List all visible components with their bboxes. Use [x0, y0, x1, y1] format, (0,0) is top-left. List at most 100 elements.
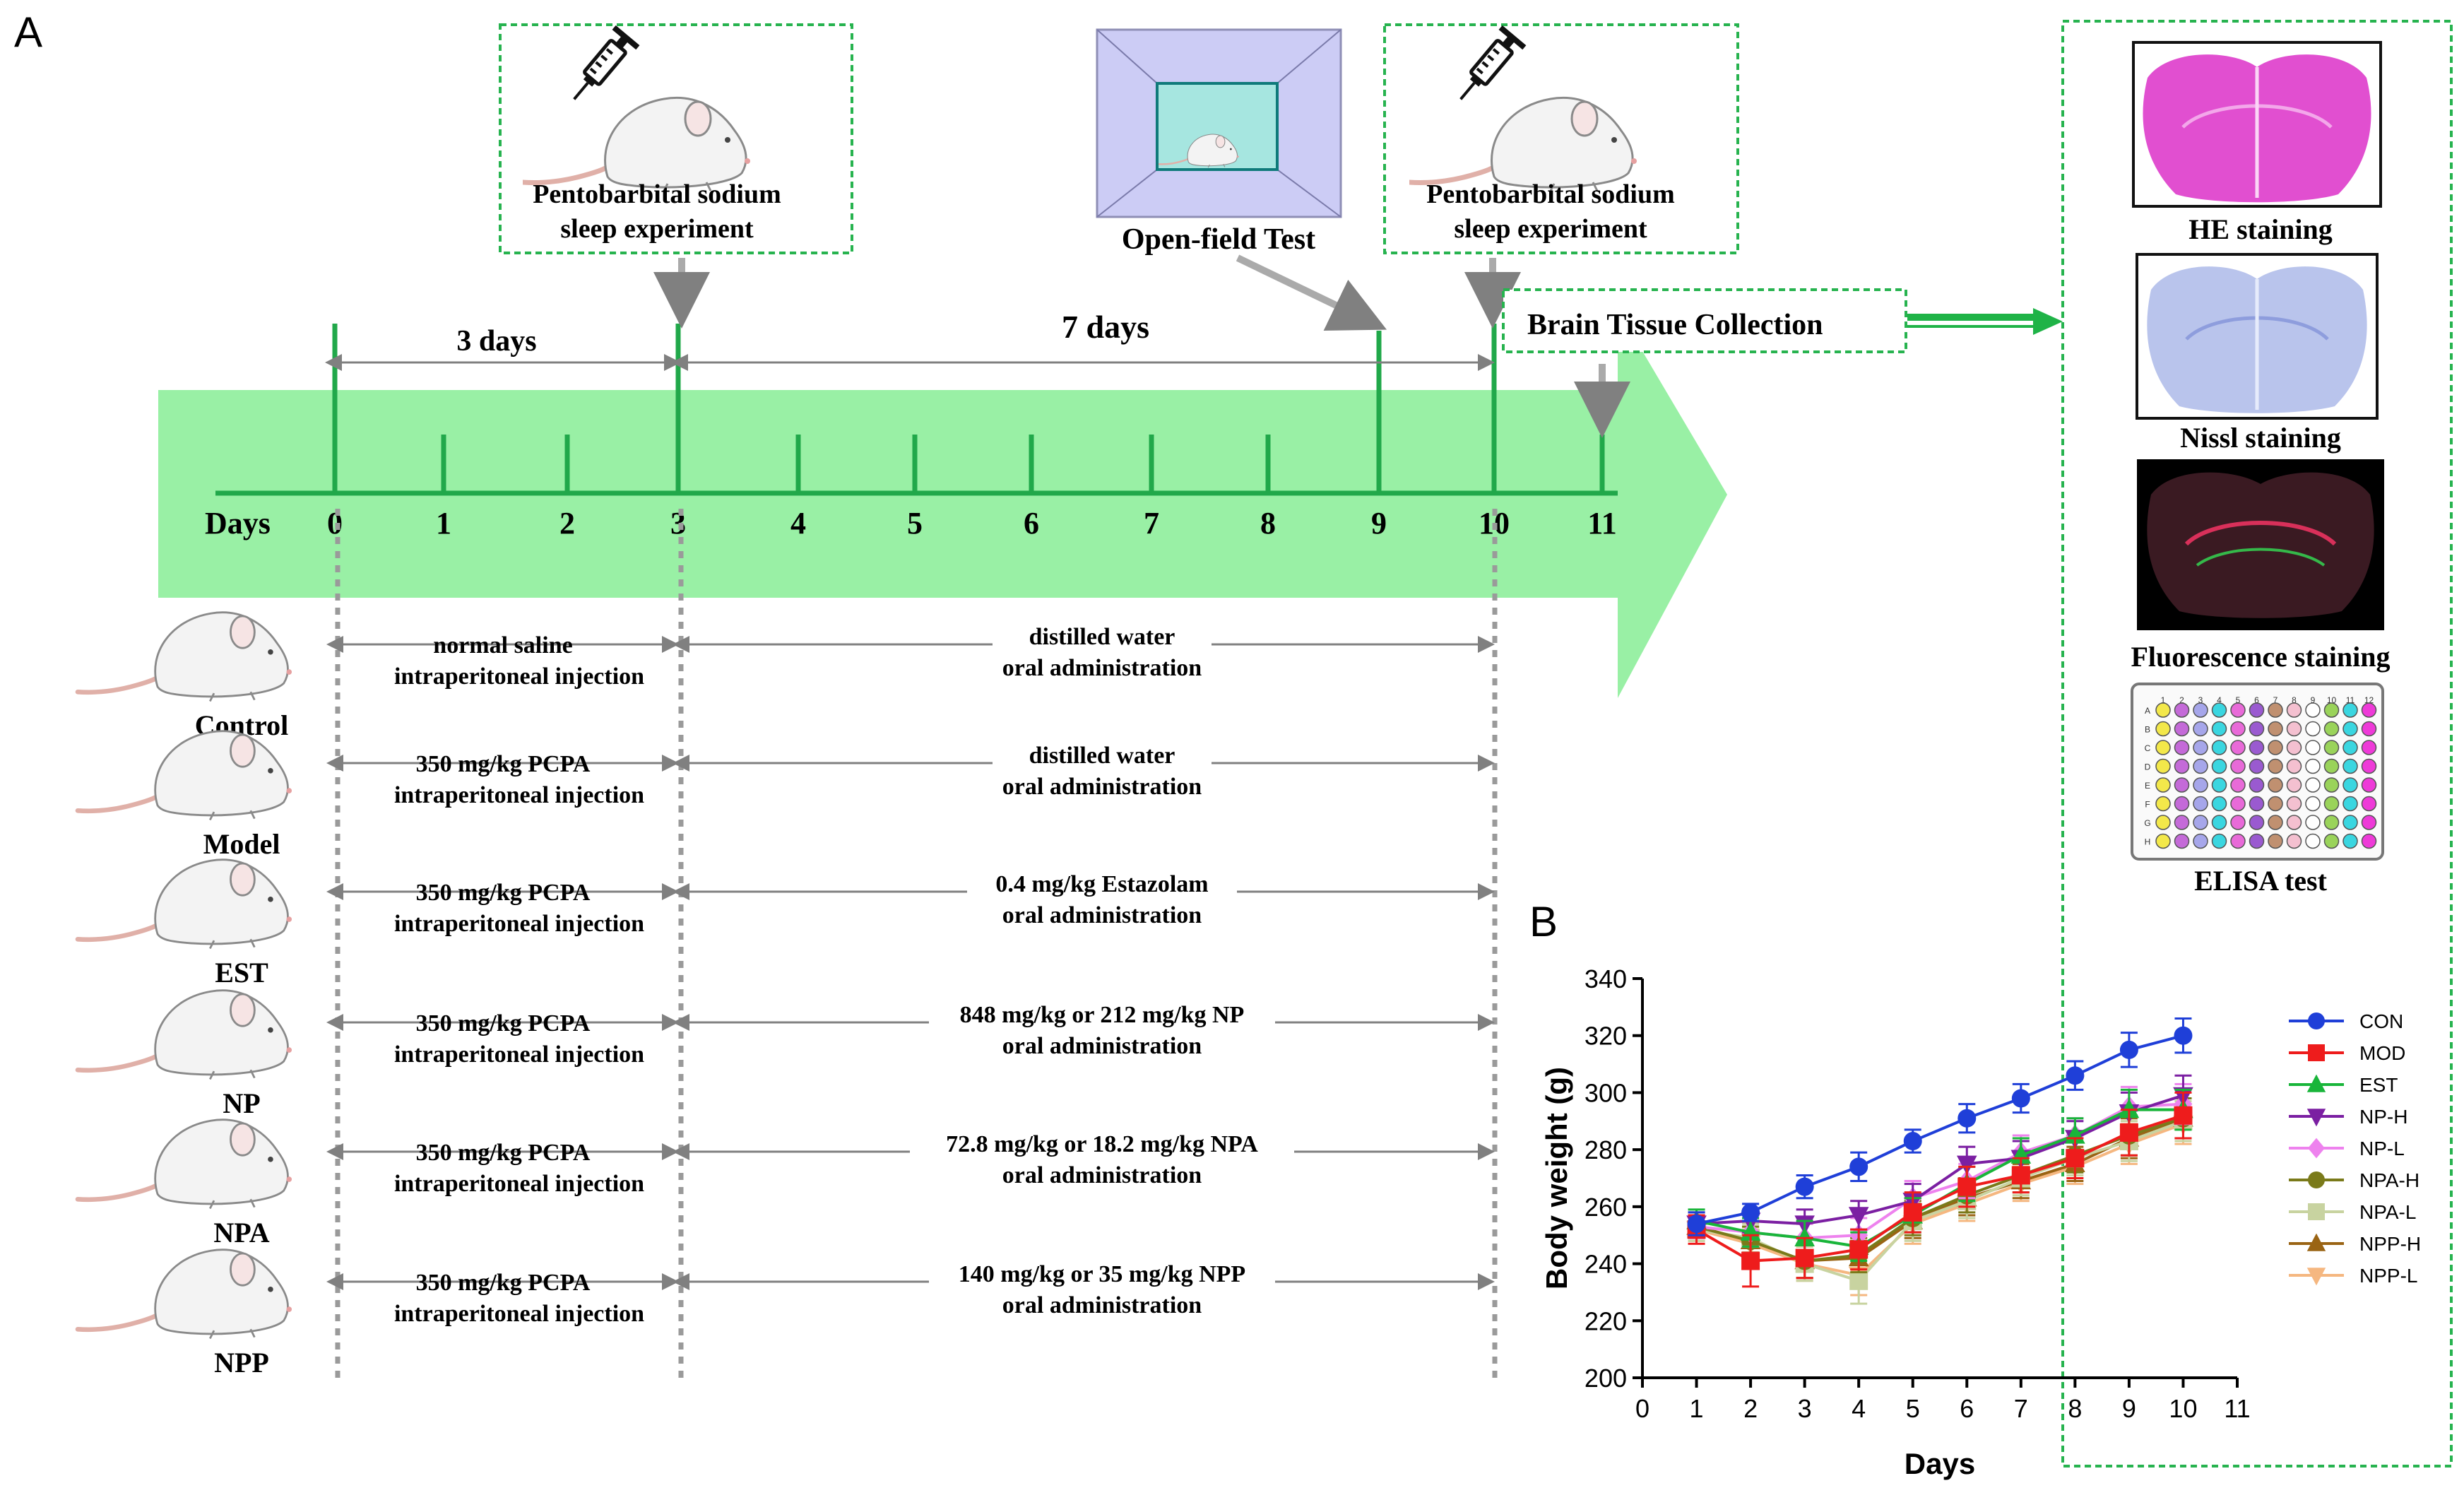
sleep-experiment-1-line1: Pentobarbital sodium: [533, 179, 781, 209]
y-tick-label: 340: [1585, 964, 1627, 993]
plate-col-label: 8: [2292, 695, 2297, 705]
data-point: [1903, 1203, 1922, 1222]
legend-marker: [2306, 1233, 2326, 1251]
group-name: Model: [203, 828, 280, 860]
injection-dose-text: 350 mg/kg PCPA: [416, 1140, 591, 1166]
legend-item-mod: MOD: [2289, 1042, 2405, 1064]
injection-route-text: intraperitoneal injection: [394, 1301, 644, 1327]
plate-well: [2286, 721, 2302, 737]
plate-well: [2155, 758, 2171, 774]
data-point: [2174, 1026, 2193, 1045]
x-axis-title: Days: [1905, 1447, 1975, 1480]
plate-well: [2211, 833, 2227, 849]
plate-well: [2305, 796, 2321, 812]
group-name: EST: [215, 957, 268, 988]
plate-well: [2174, 721, 2190, 737]
plate-col-label: 7: [2273, 695, 2278, 705]
brain-collection-label: Brain Tissue Collection: [1527, 309, 1823, 341]
plate-row-label: B: [2145, 725, 2150, 735]
treatment-route-text: oral administration: [1002, 902, 1202, 928]
plate-well: [2230, 702, 2246, 718]
day-tick-label-0: 0: [327, 506, 343, 541]
plate-well: [2361, 758, 2377, 774]
plate-well: [2174, 833, 2190, 849]
sleep-experiment-box-1: Pentobarbital sodium sleep experiment: [499, 23, 853, 254]
plate-well: [2323, 833, 2340, 849]
plate-well: [2155, 777, 2171, 793]
plate-well: [2323, 777, 2340, 793]
data-point: [2119, 1040, 2138, 1059]
plate-well: [2361, 721, 2377, 737]
legend-marker: [2306, 1074, 2326, 1092]
treatment-dose-text: 0.4 mg/kg Estazolam: [995, 871, 1208, 897]
plate-well: [2361, 815, 2377, 830]
x-tick-label: 6: [1960, 1394, 1974, 1423]
y-tick-label: 320: [1585, 1022, 1627, 1051]
plate-well: [2342, 833, 2358, 849]
injection-dose-text: normal saline: [433, 632, 572, 659]
plate-well: [2305, 777, 2321, 793]
plate-well: [2174, 796, 2190, 812]
plate-well: [2268, 702, 2283, 718]
data-point: [1849, 1157, 1868, 1176]
legend-item-est: EST: [2289, 1074, 2398, 1096]
data-point: [2119, 1123, 2138, 1142]
plate-well: [2342, 815, 2358, 830]
plate-col-label: 12: [2364, 695, 2374, 705]
data-point: [1849, 1240, 1868, 1259]
legend-label: NPP-H: [2359, 1233, 2421, 1255]
legend-marker: [2308, 1012, 2325, 1029]
day-tick-label-5: 5: [907, 506, 923, 541]
group-mouse-icon: [78, 613, 292, 702]
plate-well: [2230, 815, 2246, 830]
x-tick-label: 10: [2169, 1394, 2197, 1423]
x-tick-label: 2: [1743, 1394, 1758, 1423]
plate-well: [2305, 758, 2321, 774]
legend-label: NP-H: [2359, 1106, 2407, 1128]
timeline-arrow-background: [158, 309, 1727, 698]
plate-well: [2211, 740, 2227, 755]
plate-well: [2174, 758, 2190, 774]
open-field-pointer-arrow: [1236, 254, 1387, 331]
plate-well: [2268, 833, 2283, 849]
plate-well: [2155, 833, 2171, 849]
legend-marker: [2306, 1109, 2326, 1127]
day-tick-label-1: 1: [436, 506, 451, 541]
y-tick-label: 220: [1585, 1306, 1627, 1335]
plate-well: [2249, 796, 2265, 812]
plate-well: [2193, 740, 2208, 755]
data-point: [1741, 1203, 1760, 1222]
y-tick-label: 200: [1585, 1364, 1627, 1393]
plate-well: [2174, 777, 2190, 793]
plate-well: [2249, 777, 2265, 793]
legend-label: NPA-L: [2359, 1201, 2416, 1223]
data-point: [2066, 1066, 2085, 1085]
treatment-dose-text: 72.8 mg/kg or 18.2 mg/kg NPA: [946, 1131, 1258, 1157]
series-line: [1696, 1034, 2184, 1226]
plate-well: [2249, 740, 2265, 755]
plate-well: [2211, 815, 2227, 830]
plate-well: [2211, 702, 2227, 718]
plate-row-label: G: [2144, 818, 2150, 828]
plate-well: [2268, 796, 2283, 812]
plate-well: [2286, 758, 2302, 774]
legend-marker: [2308, 1138, 2325, 1159]
plate-well: [2249, 758, 2265, 774]
plate-well: [2230, 740, 2246, 755]
treatment-route-text: oral administration: [1002, 1292, 1202, 1318]
x-tick-label: 11: [2224, 1394, 2250, 1423]
legend-label: NP-L: [2359, 1138, 2405, 1159]
data-point: [1956, 1155, 1977, 1175]
treatment-route-text: oral administration: [1002, 774, 1202, 800]
injection-route-text: intraperitoneal injection: [394, 1041, 644, 1068]
data-point: [2119, 1099, 2140, 1118]
data-point: [1741, 1251, 1760, 1270]
group-name: NPA: [213, 1217, 269, 1248]
plate-well: [2305, 833, 2321, 849]
plate-well: [2249, 833, 2265, 849]
day-tick-label-8: 8: [1260, 506, 1276, 541]
